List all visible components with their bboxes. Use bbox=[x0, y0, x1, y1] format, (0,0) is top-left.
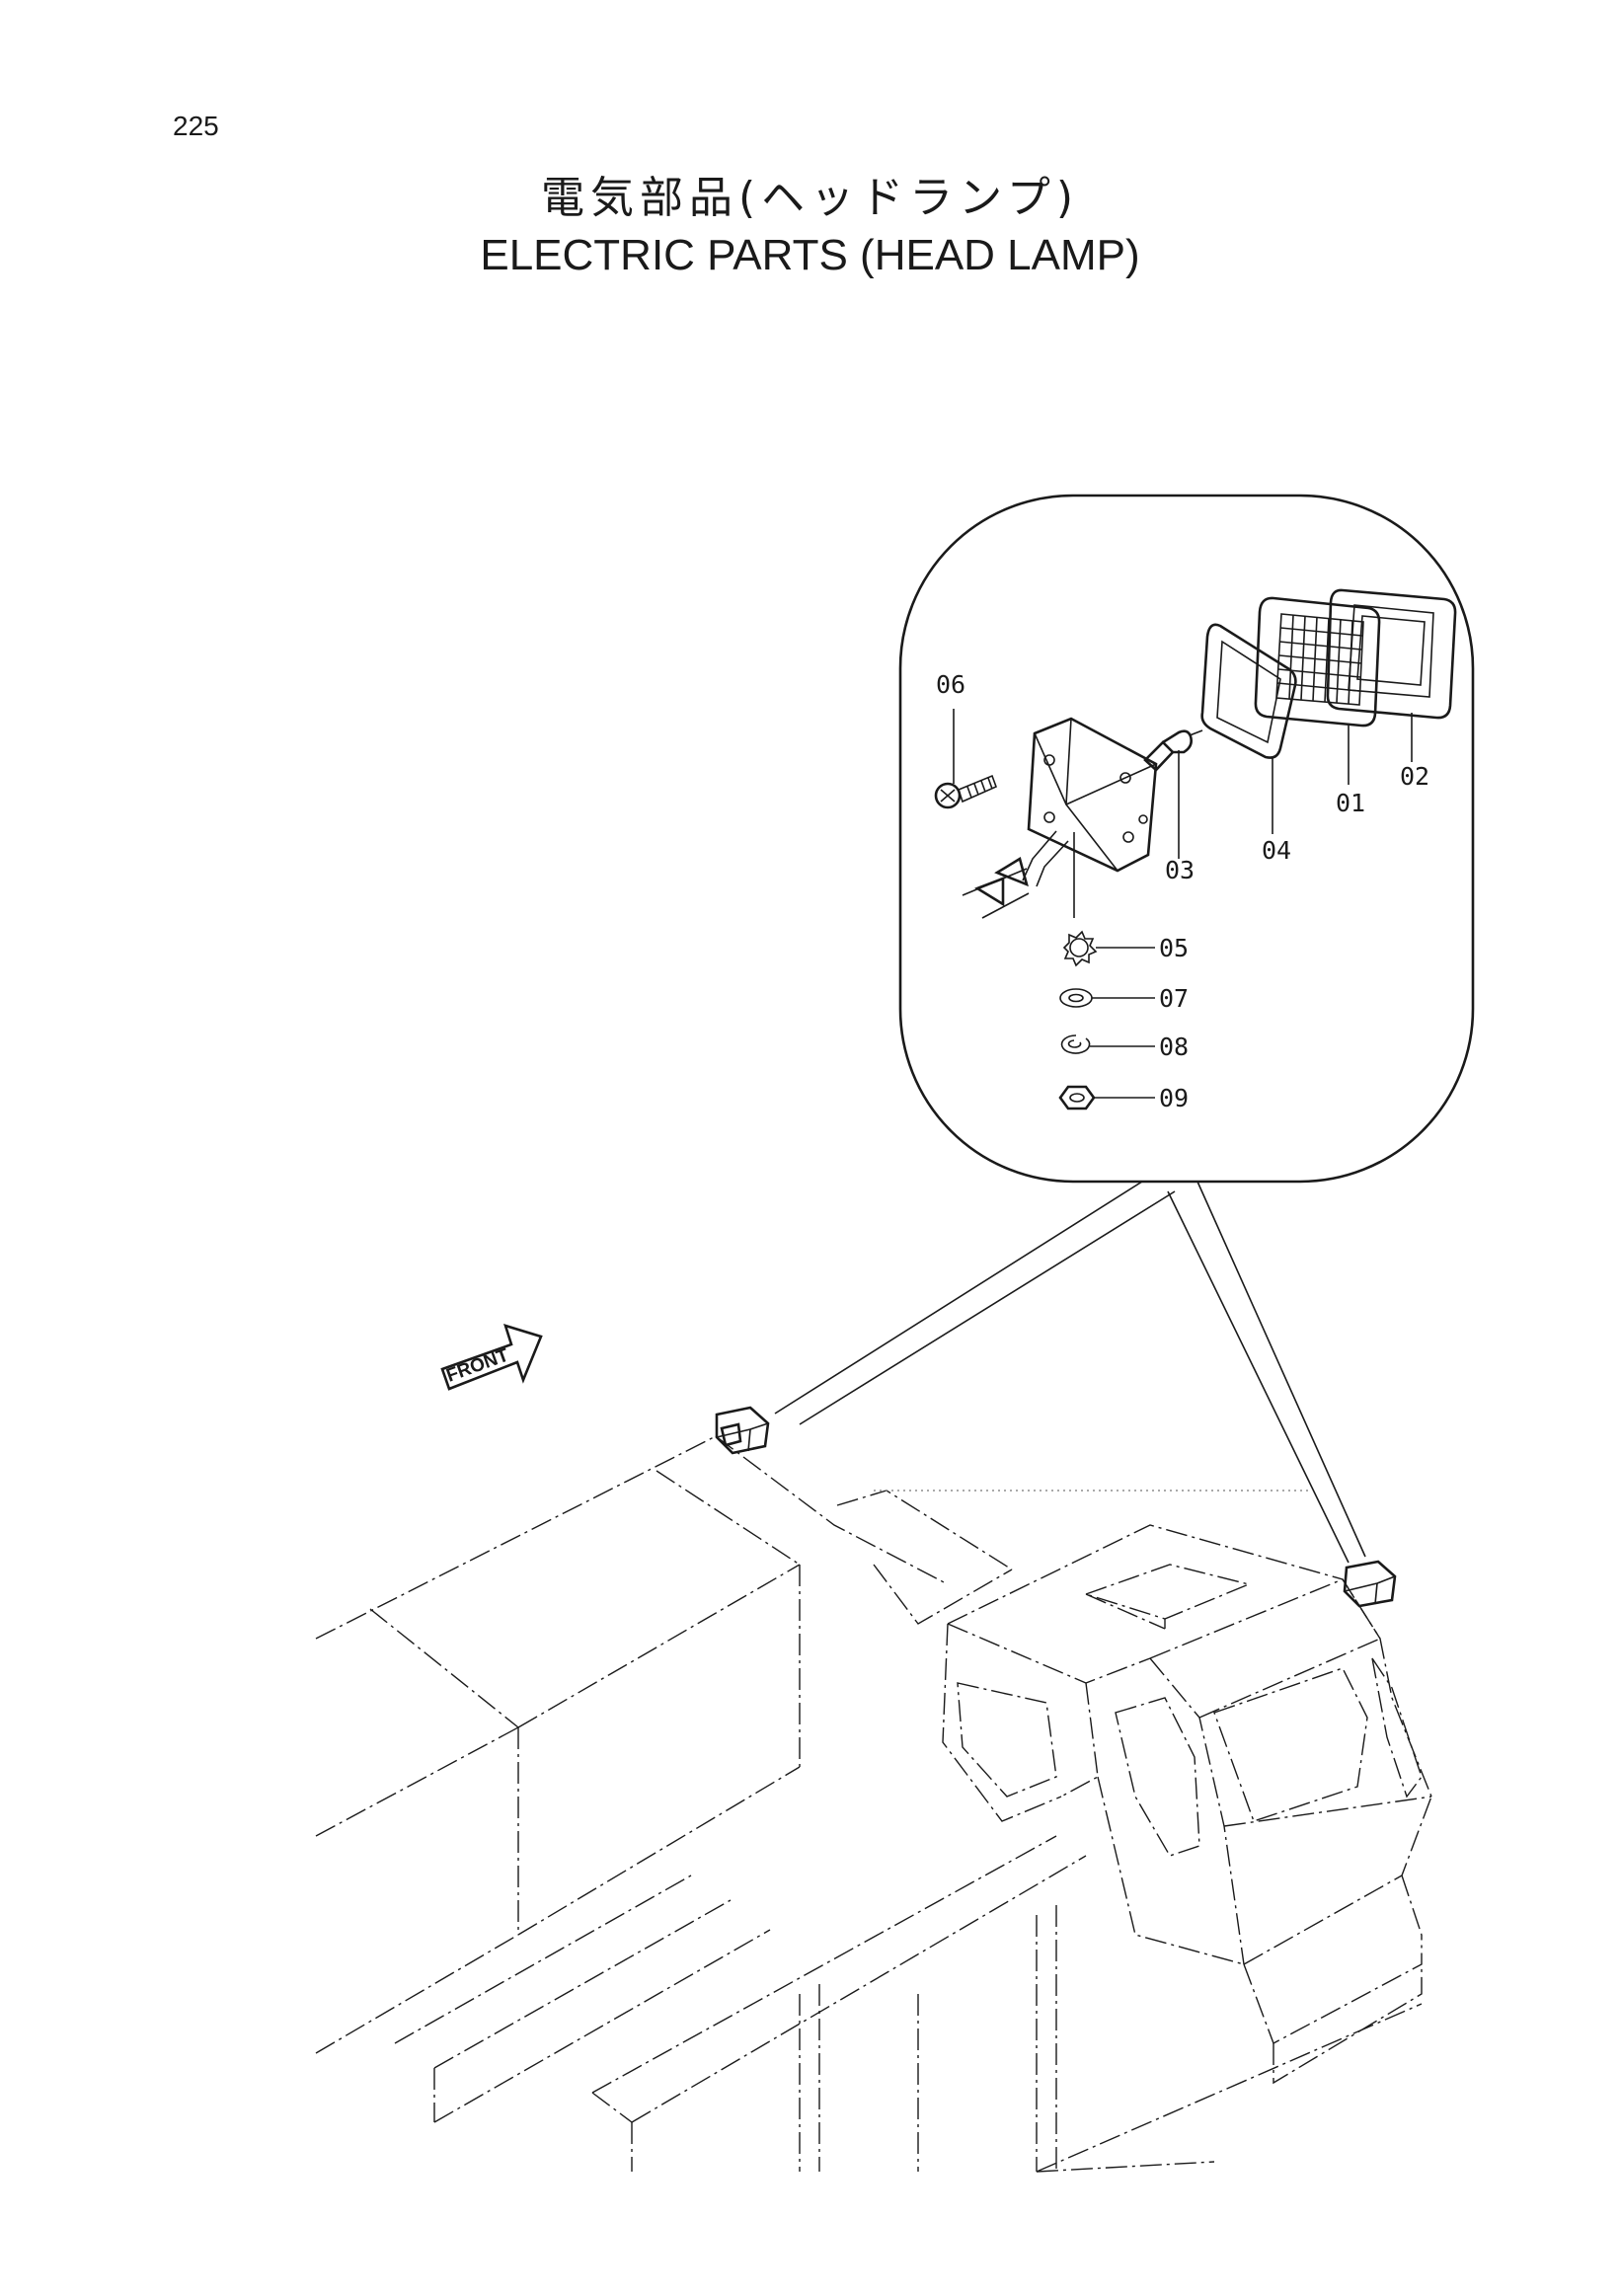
page-number: 225 bbox=[173, 111, 219, 141]
spring-washer bbox=[1060, 1034, 1155, 1054]
callout-03: 03 bbox=[1165, 856, 1195, 884]
head-lamp-left bbox=[715, 1406, 770, 1455]
callout-07: 07 bbox=[1159, 984, 1189, 1013]
front-arrow: FRONT bbox=[440, 1324, 543, 1391]
callout-05: 05 bbox=[1159, 934, 1189, 962]
title-japanese: 電気部品(ヘッドランプ) bbox=[540, 173, 1079, 223]
detail-bubble bbox=[774, 494, 1475, 1564]
callout-08: 08 bbox=[1159, 1033, 1189, 1061]
lamp-lens bbox=[1254, 596, 1381, 785]
flat-washer bbox=[1059, 988, 1155, 1008]
callout-06: 06 bbox=[936, 670, 965, 699]
callout-04: 04 bbox=[1262, 836, 1291, 865]
lock-washer bbox=[1062, 930, 1155, 967]
front-label: FRONT bbox=[444, 1344, 512, 1386]
callout-01: 01 bbox=[1336, 789, 1365, 817]
callout-02: 02 bbox=[1400, 762, 1429, 791]
lamp-body bbox=[962, 717, 1158, 919]
title-english: ELECTRIC PARTS (HEAD LAMP) bbox=[480, 231, 1140, 279]
lamp-gasket bbox=[1200, 623, 1297, 834]
crane-body bbox=[315, 1435, 1432, 2173]
mounting-screw bbox=[934, 709, 998, 809]
callout-09: 09 bbox=[1159, 1084, 1189, 1112]
bulb-socket bbox=[1143, 729, 1203, 859]
head-lamp-right bbox=[1343, 1560, 1397, 1608]
hex-nut bbox=[1058, 1085, 1155, 1110]
title-block: 電気部品(ヘッドランプ) ELECTRIC PARTS (HEAD LAMP) bbox=[0, 170, 1620, 284]
